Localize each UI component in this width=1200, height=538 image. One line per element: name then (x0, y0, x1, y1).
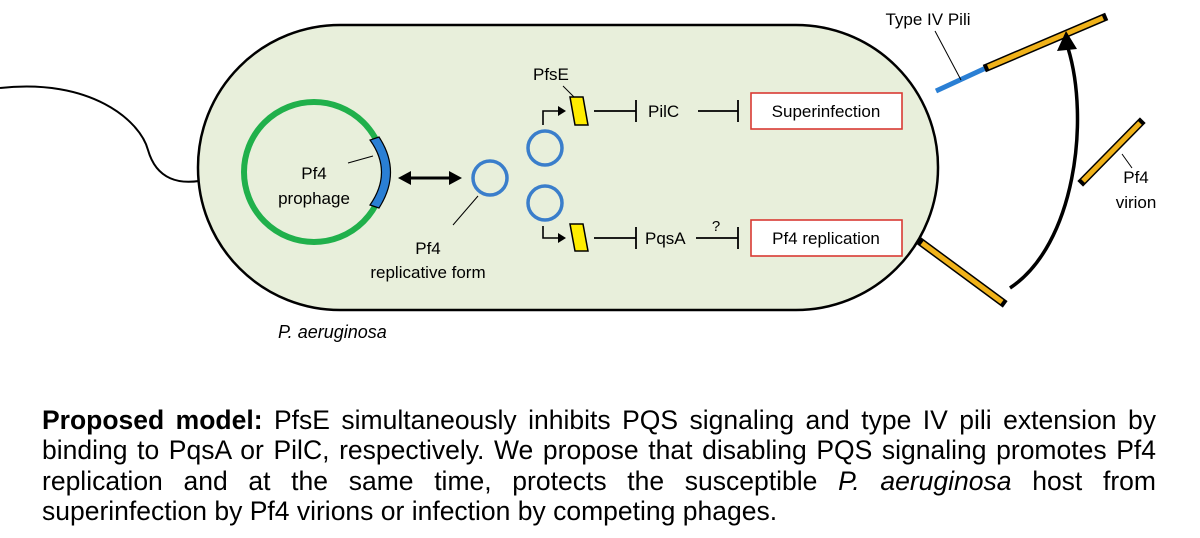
double-arrow-right-head (449, 171, 462, 185)
double-arrow-left-head (398, 171, 411, 185)
superinfection-label: Superinfection (772, 102, 881, 121)
caption-text-2: host from superinfection by Pf4 virions … (42, 465, 1156, 527)
release-arrow (1009, 47, 1080, 290)
type-iv-pili-label: Type IV Pili (885, 10, 970, 29)
prophage-label-line2: prophage (278, 189, 350, 208)
replicative-form-ring (471, 159, 509, 197)
pfse-pointer (562, 85, 575, 98)
pqsa-label: PqsA (645, 229, 686, 248)
pfse-label: PfsE (533, 65, 569, 84)
caption-lead: Proposed model: (42, 404, 263, 435)
superinfection-box (750, 92, 903, 130)
uncertain-question-mark: ? (712, 218, 720, 235)
pfse-gene-lower (569, 223, 589, 252)
replicative-form-ring-upper (526, 129, 564, 167)
replicative-form-label-line2: replicative form (370, 263, 485, 282)
virion-label-line1: Pf4 (1123, 168, 1149, 187)
virion-label-line2: virion (1116, 193, 1157, 212)
prophage-pointer (347, 155, 374, 164)
caption-text-1: PfsE simultaneously inhibits PQS signali… (42, 404, 1156, 496)
caption: Proposed model: PfsE simultaneously inhi… (42, 405, 1156, 527)
replicative-form-pointer (452, 195, 479, 226)
pfse-gene-upper (569, 96, 589, 126)
extruding-virion (916, 237, 1008, 308)
release-arrow-head (1057, 31, 1077, 51)
upper-promoter-head (558, 106, 566, 116)
model-diagram: Pf4 prophage Pf4 replicative form PfsE P… (0, 10, 1157, 342)
pf4-replication-label: Pf4 replication (772, 229, 880, 248)
lower-promoter-head (558, 233, 566, 243)
prophage-insert (369, 136, 391, 209)
replicative-form-label-line1: Pf4 (415, 239, 441, 258)
upper-promoter-arrow (542, 110, 560, 125)
virion-pointer (1121, 153, 1133, 169)
caption-species: P. aeruginosa (838, 465, 1012, 496)
replicative-form-ring-lower (526, 184, 564, 222)
type-iv-pilus (934, 64, 990, 94)
host-species-label: P. aeruginosa (278, 322, 387, 342)
free-virion (1077, 117, 1146, 187)
attached-virion (982, 12, 1109, 73)
flagellum (0, 85, 213, 183)
prophage-label-line1: Pf4 (301, 164, 327, 183)
lower-promoter-arrow (542, 226, 560, 239)
pf4-replication-box (750, 219, 903, 257)
pili-pointer (934, 30, 962, 81)
pilc-label: PilC (648, 102, 679, 121)
